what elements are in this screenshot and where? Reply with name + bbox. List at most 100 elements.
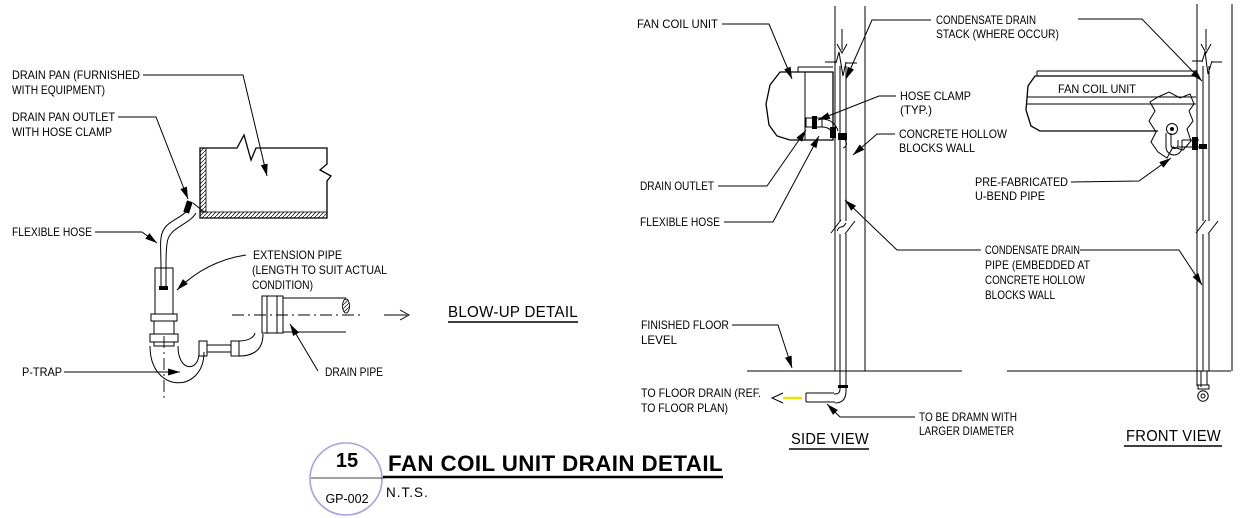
leader-pre-fabricated <box>1070 157 1172 183</box>
leader-condensate-stack-right <box>1078 18 1203 82</box>
leader-flexible-hose <box>95 231 158 244</box>
label-drain-pipe: DRAIN PIPE <box>325 365 383 379</box>
hose-clamp-mark <box>183 200 193 214</box>
drain-outlet-circle <box>1166 123 1178 135</box>
side-fan-coil-unit <box>765 66 834 141</box>
stack-pipe-lines <box>1202 66 1210 371</box>
label-fan-coil-unit: FAN COIL UNIT <box>637 17 719 31</box>
end-pocket-outline <box>1148 91 1195 159</box>
flow-direction-arrow <box>384 309 411 321</box>
side-wall <box>834 6 866 371</box>
hose-line-left <box>160 209 189 269</box>
drain-pan-shape <box>199 133 332 219</box>
label-to-floor-drain-1: TO FLOOR DRAIN (REF. <box>641 386 761 400</box>
label-concrete-wall-2: BLOCKS WALL <box>899 141 975 155</box>
hose-end-mark <box>159 286 168 290</box>
label-condensate-stack-1: CONDENSATE DRAIN <box>936 13 1036 27</box>
underfloor-elbow <box>833 388 847 404</box>
label-drain-pan-2: WITH EQUIPMENT) <box>12 83 105 97</box>
label-drain-outlet: DRAIN OUTLET <box>640 179 715 193</box>
detail-number: 15 <box>336 450 358 472</box>
front-view-leaders <box>1070 157 1172 183</box>
connection-hook <box>842 139 847 149</box>
flow-down-arrow <box>836 29 848 55</box>
leader-concrete-wall <box>852 133 895 156</box>
stack-top-break <box>1192 51 1222 75</box>
side-view: FAN COIL UNIT CONDENSATE DRAIN STACK (WH… <box>637 6 1203 450</box>
drawing-title: FAN COIL UNIT DRAIN DETAIL <box>388 451 723 476</box>
drain-pan-left-hatch <box>199 147 207 213</box>
label-drain-pan-1: DRAIN PAN (FURNISHED <box>12 68 140 82</box>
hose-line-right <box>165 212 197 269</box>
unit-outline <box>765 71 834 141</box>
elbow-inner-curve <box>238 332 256 342</box>
underfloor-elbow-inner <box>1200 393 1206 399</box>
blow-up-caption: BLOW-UP DETAIL <box>448 304 578 321</box>
label-fan-coil-unit: FAN COIL UNIT <box>1058 82 1137 96</box>
drain-outlet-center <box>1170 127 1174 131</box>
pipe-coupling <box>261 295 284 334</box>
label-condensate-pipe-3: CONCRETE HOLLOW <box>985 273 1086 287</box>
label-flexible-hose: FLEXIBLE HOSE <box>12 225 92 239</box>
pipe-end-cap <box>342 298 350 314</box>
blow-up-labels: DRAIN PAN (FURNISHED WITH EQUIPMENT) DRA… <box>12 68 578 379</box>
front-floor-and-underfloor <box>1007 370 1231 402</box>
detail-bubble-circle <box>309 442 383 516</box>
clamp-mark-2 <box>1199 144 1207 149</box>
extension-pipe-and-trap <box>149 267 264 402</box>
wall-lines <box>834 6 866 371</box>
leader-to-be-drawn <box>826 403 915 418</box>
stack-connection-mark <box>838 133 847 140</box>
stack-top-break <box>825 51 857 77</box>
label-finished-floor-1: FINISHED FLOOR <box>641 318 729 332</box>
front-drain-stack <box>1192 29 1222 371</box>
wall-lines <box>1196 4 1233 386</box>
unit-top-strip <box>1036 70 1196 76</box>
side-floor-and-underfloor <box>747 370 962 404</box>
label-concrete-wall-1: CONCRETE HOLLOW <box>899 127 1008 141</box>
front-view-labels: FAN COIL UNIT PRE-FABRICATED U-BEND PIPE… <box>975 82 1222 447</box>
u-bend-curves <box>1165 133 1183 156</box>
label-extension-pipe-2: (LENGTH TO SUIT ACTUAL <box>252 263 387 277</box>
pipe-coupling-faces <box>266 296 278 333</box>
hose-inside-pipe <box>160 268 167 288</box>
blow-up-leaders <box>64 74 319 376</box>
elbow-hub <box>1197 384 1210 390</box>
flexible-hose-shape <box>159 209 197 290</box>
unit-face-lines <box>1027 96 1196 105</box>
hose-clamp-mark-2 <box>830 127 836 138</box>
label-pre-fabricated-1: PRE-FABRICATED <box>975 175 1068 189</box>
leader-condensate-stack-left <box>845 19 931 80</box>
label-finished-floor-2: LEVEL <box>641 333 677 347</box>
front-wall <box>1196 4 1233 386</box>
label-condensate-pipe-1: CONDENSATE DRAIN <box>985 243 1080 257</box>
drain-pan-outlet-fitting <box>183 200 205 214</box>
underfloor-horizontal-pipe <box>805 392 835 403</box>
label-flexible-hose: FLEXIBLE HOSE <box>640 215 720 229</box>
leader-extension-pipe <box>176 254 247 291</box>
elbow-outer-curve <box>238 333 264 357</box>
leader-drain-pan-outlet <box>118 116 189 200</box>
label-hose-clamp-1: HOSE CLAMP <box>900 89 971 103</box>
leader-drain-pipe <box>289 323 319 372</box>
drain-pan-bottom-hatch <box>199 211 328 219</box>
side-view-labels: FAN COIL UNIT CONDENSATE DRAIN STACK (WH… <box>637 13 1091 450</box>
unit-outline <box>1025 75 1196 132</box>
drain-pipe-shape <box>232 295 411 334</box>
label-condensate-pipe-4: BLOCKS WALL <box>985 288 1055 302</box>
label-extension-pipe-3: CONDITION) <box>252 278 313 292</box>
union-arm-lines <box>207 344 231 353</box>
union-flange-1 <box>198 340 208 357</box>
elbow-hub-mark <box>838 385 848 388</box>
blow-up-detail-view: DRAIN PAN (FURNISHED WITH EQUIPMENT) DRA… <box>12 68 578 402</box>
front-fan-coil-unit <box>1025 70 1196 159</box>
label-drain-pan-outlet-1: DRAIN PAN OUTLET <box>12 110 116 124</box>
unit-top-strip <box>797 66 833 72</box>
union-flange-2 <box>230 340 240 357</box>
title-block: 15 GP-002 FAN COIL UNIT DRAIN DETAIL N.T… <box>309 442 723 516</box>
underfloor-elbow-circle <box>1197 390 1209 402</box>
stack-mid-break <box>830 219 856 235</box>
side-view-caption: SIDE VIEW <box>791 431 870 448</box>
